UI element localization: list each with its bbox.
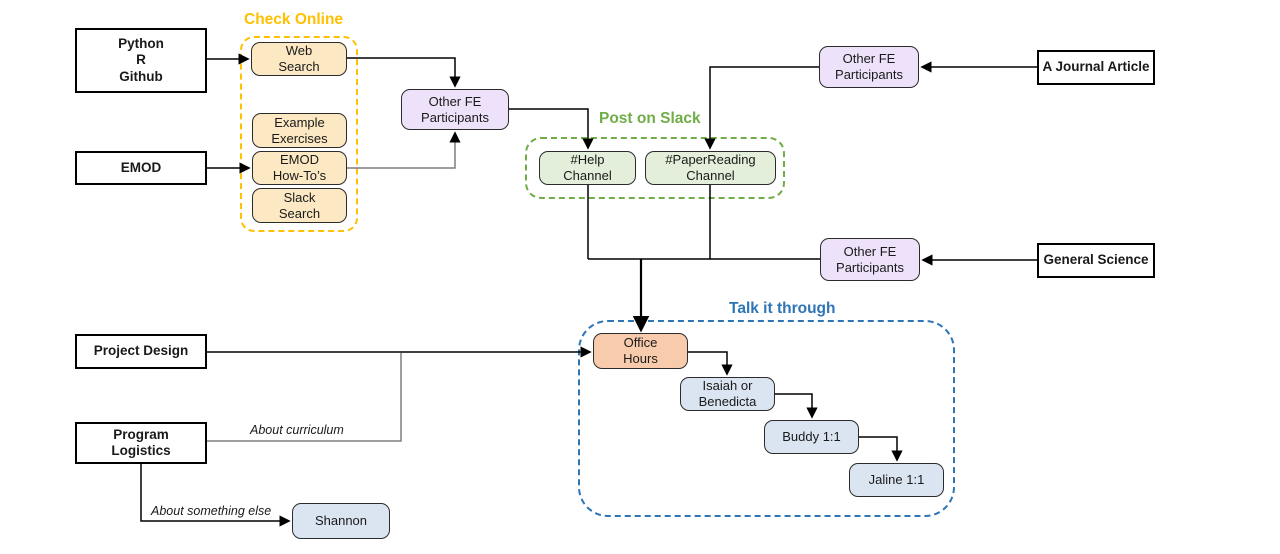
node-other-fe-participants-center: Other FE Participants	[401, 89, 509, 130]
post-on-slack-group-frame	[525, 137, 785, 199]
node-slack-search: Slack Search	[252, 188, 347, 223]
edge-otherfe-to-paperreading	[704, 66, 819, 150]
edge-aboutcurriculum	[207, 353, 402, 442]
node-isaiah-or-benedicta: Isaiah or Benedicta	[680, 377, 775, 411]
node-jaline-1-1: Jaline 1:1	[849, 463, 944, 497]
check-online-group-frame	[240, 36, 358, 232]
edge-isaiah-to-buddy	[775, 393, 818, 419]
check-online-group-title: Check Online	[244, 11, 344, 28]
edge-otherfe-to-helpchannel	[509, 108, 594, 150]
node-project-design: Project Design	[75, 334, 207, 369]
post-on-slack-group-title: Post on Slack	[599, 110, 701, 127]
node-example-exercises: Example Exercises	[252, 113, 347, 148]
node-a-journal-article: A Journal Article	[1037, 50, 1155, 85]
edge-label-about-curriculum: About curriculum	[250, 423, 344, 437]
node-other-fe-participants-top-right: Other FE Participants	[819, 46, 919, 88]
node-emod: EMOD	[75, 151, 207, 185]
node-office-hours: Office Hours	[593, 333, 688, 369]
node-python-r-github: Python R Github	[75, 28, 207, 93]
edge-label-about-something-else: About something else	[151, 504, 272, 518]
node-emod-how-tos: EMOD How-To’s	[252, 151, 347, 185]
edge-officehours-to-isaiah	[688, 351, 733, 376]
node-program-logistics: Program Logistics	[75, 422, 207, 464]
node-paper-reading-channel: #PaperReading Channel	[645, 151, 776, 185]
node-help-channel: #Help Channel	[539, 151, 636, 185]
node-general-science: General Science	[1037, 243, 1155, 278]
node-buddy-1-1: Buddy 1:1	[764, 420, 859, 454]
node-shannon: Shannon	[292, 503, 390, 539]
edge-websearch-to-otherfe	[347, 57, 461, 88]
edge-howtos-to-otherfe	[347, 131, 461, 169]
edge-aboutsomethingelse-to-shannon	[140, 464, 291, 527]
node-web-search: Web Search	[251, 42, 347, 76]
edge-buddy-to-jaline	[859, 436, 903, 462]
node-other-fe-participants-mid-right: Other FE Participants	[820, 238, 920, 281]
talk-it-through-group-title: Talk it through	[729, 300, 836, 317]
talk-it-through-group-frame	[578, 320, 955, 517]
